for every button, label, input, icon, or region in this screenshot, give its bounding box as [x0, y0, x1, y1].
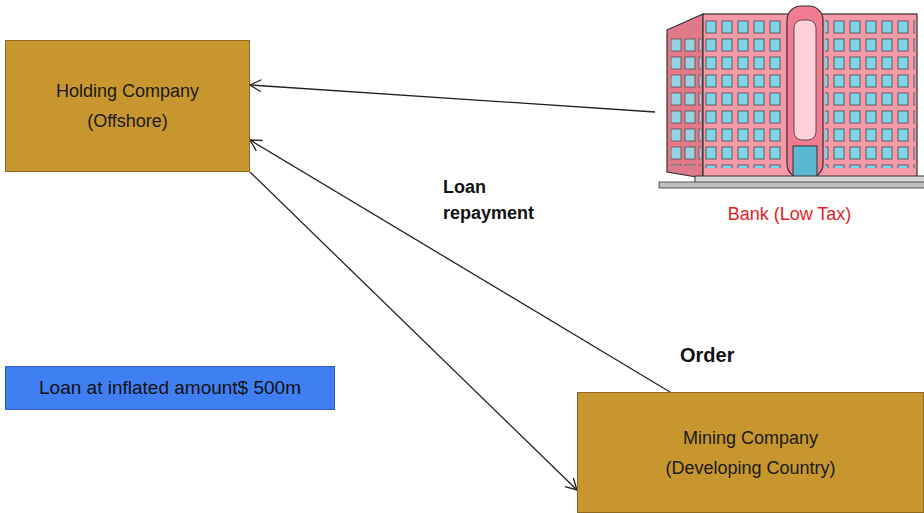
flow-arrow [250, 172, 577, 490]
flow-arrow [250, 85, 655, 112]
node-label: Mining Company (Developing Country) [656, 423, 846, 483]
node-label: Loan at inflated amount$ 500m [39, 377, 301, 399]
holding-company-box: Holding Company (Offshore) [5, 40, 250, 172]
node-label: Holding Company (Offshore) [28, 76, 228, 136]
mining-company-box: Mining Company (Developing Country) [577, 392, 924, 513]
flow-arrow [250, 140, 670, 392]
bank-illustration [655, 0, 924, 190]
loan-amount-box: Loan at inflated amount$ 500m [5, 366, 335, 410]
bank-building: Bank (Low Tax) [655, 0, 924, 236]
bank-name: Bank (Low Tax) [655, 204, 924, 225]
flow-note: Order [680, 344, 734, 367]
edge-label: Loan repayment [443, 174, 563, 226]
